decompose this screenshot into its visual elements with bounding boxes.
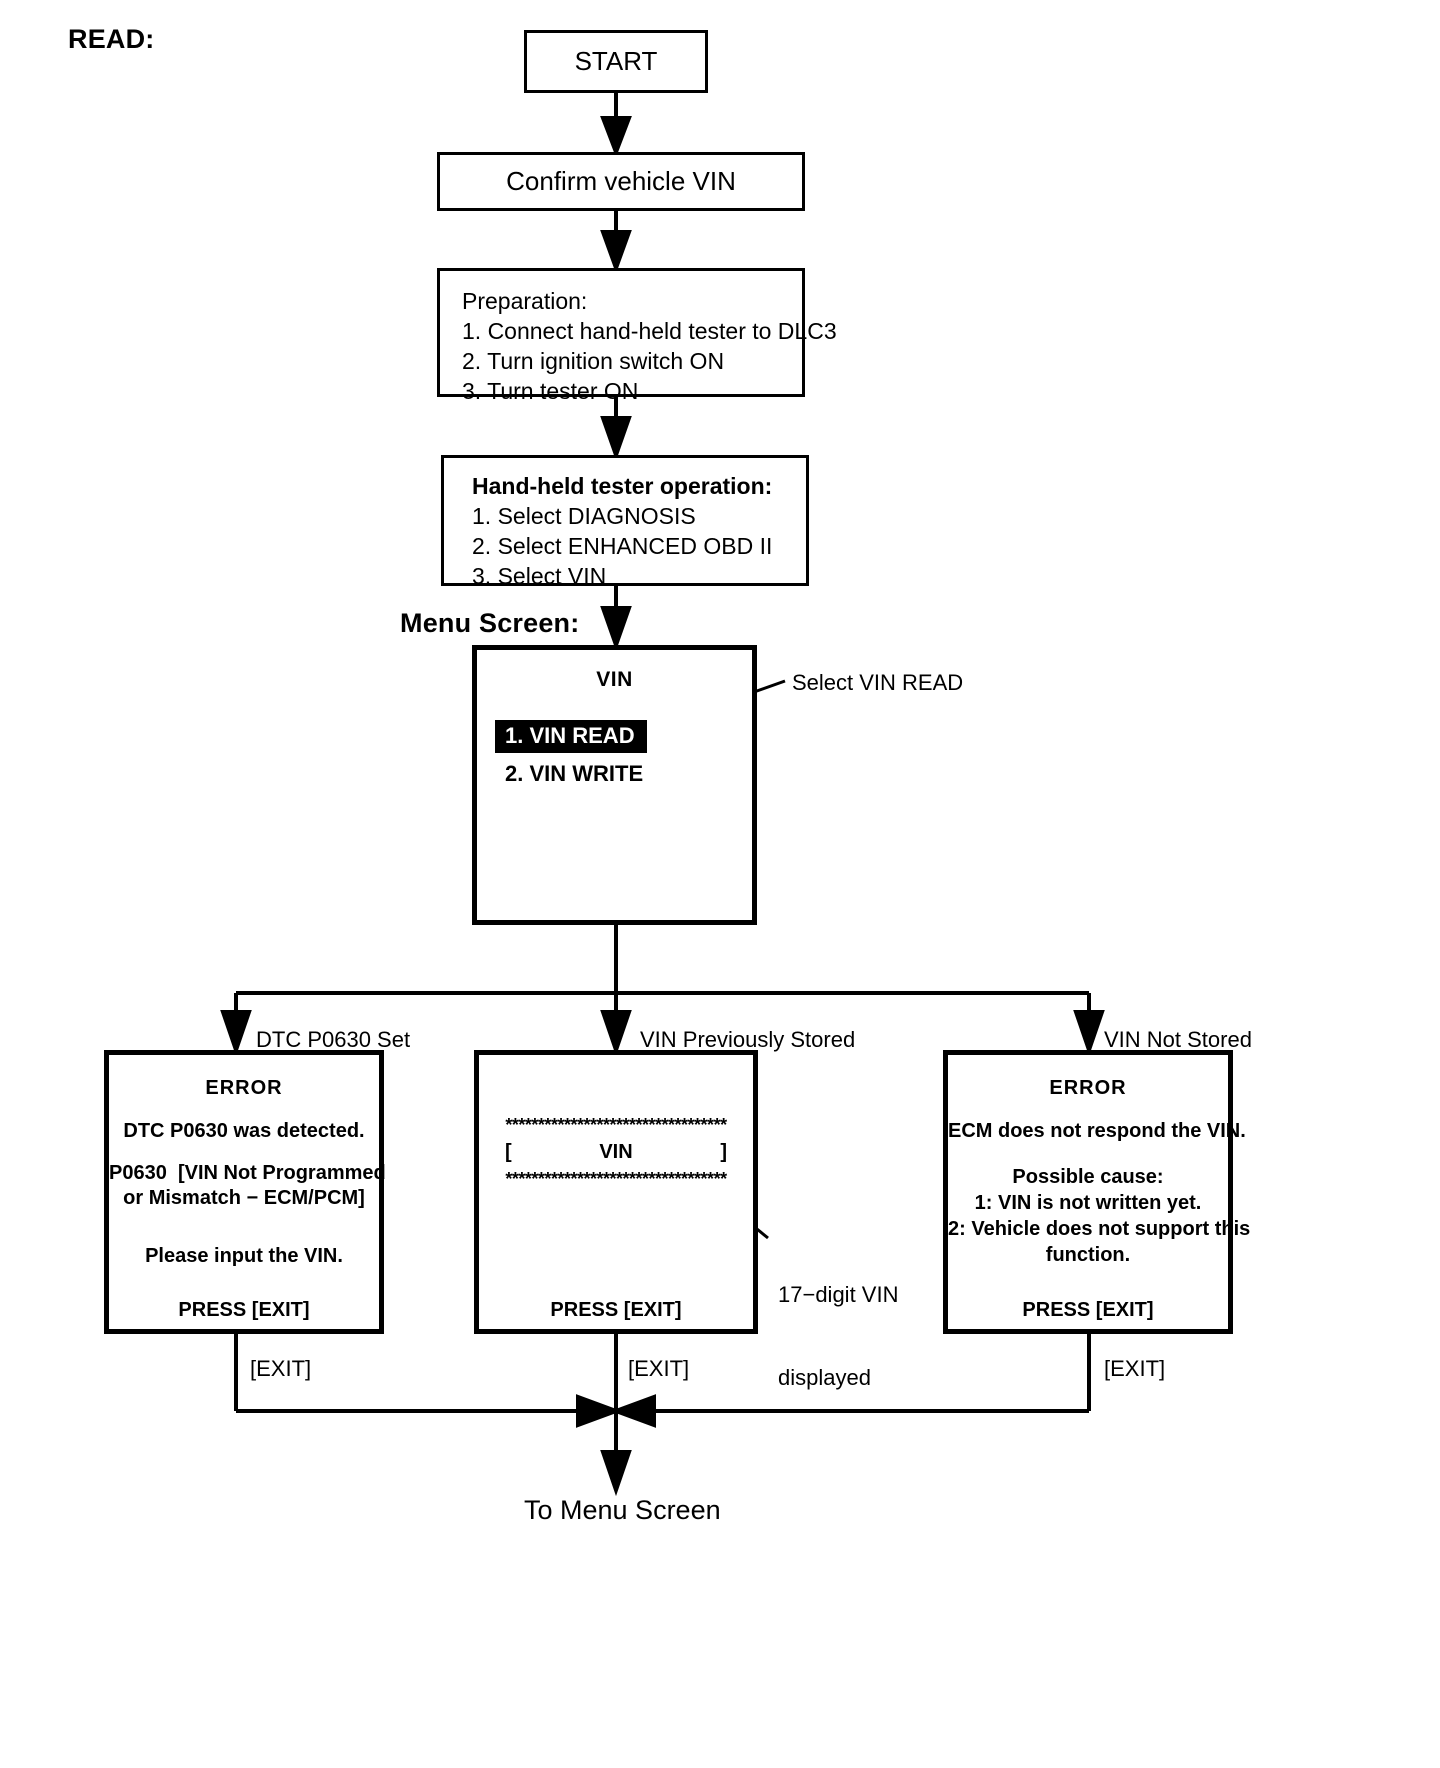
error-dtc-line-1: DTC P0630 was detected. bbox=[123, 1120, 365, 1142]
exit-label-right: [EXIT] bbox=[1104, 1356, 1166, 1381]
exit-label-left: [EXIT] bbox=[250, 1356, 312, 1381]
exit-label-middle: [EXIT] bbox=[628, 1356, 690, 1381]
menu-item-vin-write-label: 2. VIN WRITE bbox=[505, 761, 644, 786]
branch-label-vin-stored: VIN Previously Stored bbox=[640, 1027, 856, 1052]
error-no-vin-line-3: 1: VIN is not written yet. bbox=[974, 1192, 1202, 1214]
tester-menu-screen: VIN 1. VIN READ 2. VIN WRITE bbox=[472, 645, 757, 925]
error-no-vin-line-1: ECM does not respond the VIN. bbox=[948, 1120, 1246, 1142]
callout-select-vin-read: Select VIN READ bbox=[792, 670, 964, 695]
preparation-step-1: 1. Connect hand-held tester to DLC3 bbox=[462, 317, 837, 344]
node-confirm-vin-label: Confirm vehicle VIN bbox=[506, 166, 736, 196]
vin-stored-bracket-right: ] bbox=[720, 1141, 727, 1163]
error-dtc-line-4: Please input the VIN. bbox=[145, 1245, 343, 1267]
menu-item-vin-write[interactable]: 2. VIN WRITE bbox=[505, 761, 643, 787]
vin-stored-value-row: [ VIN ] bbox=[505, 1141, 727, 1164]
page-title: READ: bbox=[68, 24, 155, 54]
screen-error-no-vin: ERROR ECM does not respond the VIN. Poss… bbox=[943, 1050, 1251, 1334]
tester-operation-step-2: 2. Select ENHANCED OBD II bbox=[472, 532, 773, 559]
branch-label-dtc-set: DTC P0630 Set bbox=[256, 1027, 411, 1052]
callout-17-digit-vin: 17−digit VIN displayed bbox=[778, 1226, 898, 1446]
menu-screen-title: VIN bbox=[596, 668, 633, 691]
footer-to-menu-screen: To Menu Screen bbox=[524, 1495, 721, 1525]
preparation-title: Preparation: bbox=[462, 288, 588, 314]
menu-item-vin-read-label: 1. VIN READ bbox=[505, 723, 635, 748]
vin-stored-vin-label: VIN bbox=[599, 1141, 633, 1163]
vin-stored-asterisks-bottom: ********************************** bbox=[505, 1169, 727, 1189]
screen-vin-stored: ********************************** [ VIN… bbox=[474, 1050, 758, 1334]
node-preparation: Preparation: 1. Connect hand-held tester… bbox=[437, 268, 837, 404]
error-no-vin-line-4: 2: Vehicle does not support this bbox=[948, 1218, 1251, 1240]
node-start: START bbox=[524, 30, 708, 93]
vin-stored-asterisks-top: ********************************** bbox=[505, 1115, 727, 1135]
preparation-step-2: 2. Turn ignition switch ON bbox=[462, 347, 725, 374]
error-no-vin-line-2: Possible cause: bbox=[1012, 1166, 1164, 1188]
error-dtc-footer: PRESS [EXIT] bbox=[178, 1299, 310, 1321]
tester-operation-title: Hand-held tester operation: bbox=[472, 473, 773, 499]
error-dtc-title: ERROR bbox=[205, 1077, 283, 1099]
node-start-label: START bbox=[574, 46, 658, 76]
error-dtc-line-2: P0630 [VIN Not Programmed bbox=[109, 1162, 386, 1184]
callout-17-digit-vin-line-2: displayed bbox=[778, 1364, 871, 1390]
callout-17-digit-vin-line-1: 17−digit VIN bbox=[778, 1282, 899, 1307]
node-confirm-vin: Confirm vehicle VIN bbox=[437, 152, 805, 211]
tester-operation-step-3: 3. Select VIN bbox=[472, 562, 607, 589]
error-dtc-line-3: or Mismatch − ECM/PCM] bbox=[123, 1187, 365, 1209]
menu-screen-label: Menu Screen: bbox=[400, 608, 580, 638]
vin-stored-bracket-left: [ bbox=[505, 1141, 512, 1163]
node-tester-operation: Hand-held tester operation: 1. Select DI… bbox=[441, 455, 809, 589]
error-no-vin-title: ERROR bbox=[1049, 1077, 1127, 1099]
error-no-vin-footer: PRESS [EXIT] bbox=[1022, 1299, 1154, 1321]
screen-error-dtc-p0630: ERROR DTC P0630 was detected. P0630 [VIN… bbox=[104, 1050, 386, 1334]
vin-stored-footer: PRESS [EXIT] bbox=[550, 1299, 682, 1321]
branch-label-vin-not-stored: VIN Not Stored bbox=[1104, 1027, 1252, 1052]
preparation-step-3: 3. Turn tester ON bbox=[462, 377, 639, 404]
menu-item-vin-read[interactable]: 1. VIN READ bbox=[495, 720, 647, 753]
tester-operation-step-1: 1. Select DIAGNOSIS bbox=[472, 502, 696, 529]
error-no-vin-line-5: function. bbox=[1045, 1244, 1131, 1266]
